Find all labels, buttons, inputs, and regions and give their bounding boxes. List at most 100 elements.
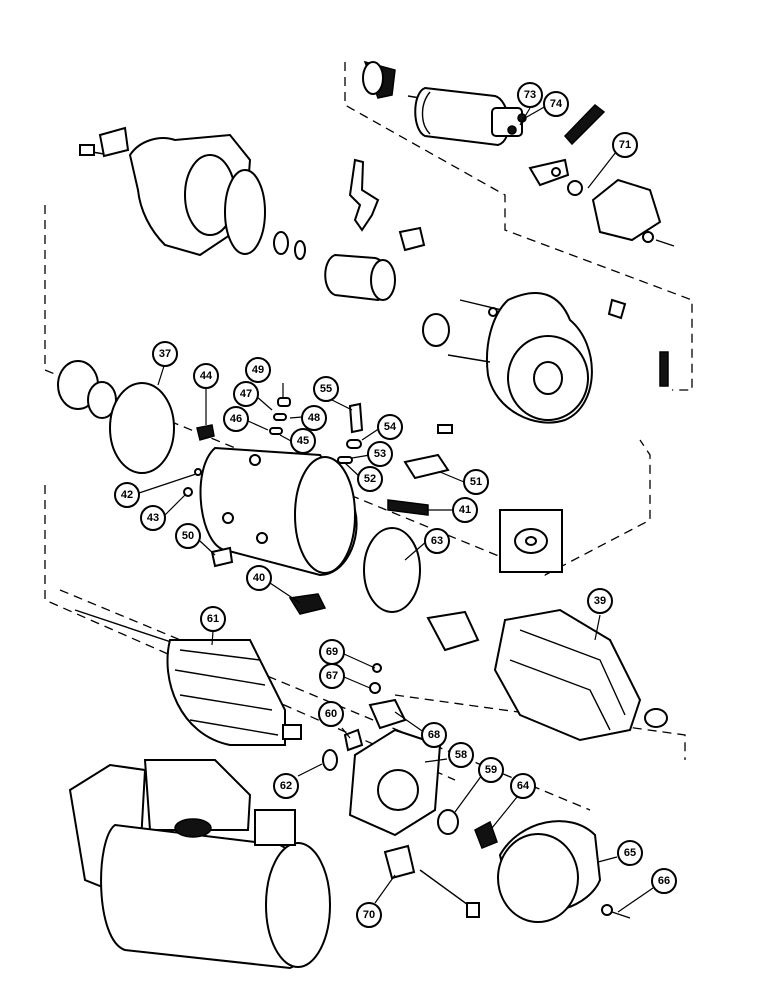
callout-60[interactable]: 60 xyxy=(318,701,344,727)
pole-shoe-40 xyxy=(288,593,327,615)
callout-68[interactable]: 68 xyxy=(421,722,447,748)
callout-61[interactable]: 61 xyxy=(200,606,226,632)
washer-48 xyxy=(273,413,287,421)
leader-71 xyxy=(587,151,617,189)
assembled-terminal-box xyxy=(254,809,296,846)
commutator-end-frame-assembly xyxy=(422,291,669,424)
bracket-70 xyxy=(383,844,416,880)
callout-73[interactable]: 73 xyxy=(517,82,543,108)
terminal-link xyxy=(563,103,606,146)
callout-58[interactable]: 58 xyxy=(448,742,474,768)
leader-69 xyxy=(343,653,376,669)
terminal-cover xyxy=(591,178,662,242)
leader-50 xyxy=(199,540,216,556)
callout-65[interactable]: 65 xyxy=(617,840,643,866)
callout-64[interactable]: 64 xyxy=(510,773,536,799)
dowel-pin xyxy=(659,351,669,387)
leader-54 xyxy=(361,427,381,441)
callout-label: 73 xyxy=(524,89,536,101)
callout-70[interactable]: 70 xyxy=(356,902,382,928)
callout-44[interactable]: 44 xyxy=(193,363,219,389)
assembled-end-cap xyxy=(265,842,331,968)
callout-37[interactable]: 37 xyxy=(152,341,178,367)
callout-71[interactable]: 71 xyxy=(612,132,638,158)
callout-41[interactable]: 41 xyxy=(452,497,478,523)
callout-54[interactable]: 54 xyxy=(377,414,403,440)
leader-48 xyxy=(289,416,303,419)
callout-label: 48 xyxy=(308,412,320,424)
armature-and-field-coil xyxy=(74,608,668,746)
field-frame-opening xyxy=(294,456,356,574)
drive-end-housing-assembly xyxy=(79,126,426,302)
callout-label: 61 xyxy=(207,613,219,625)
callout-59[interactable]: 59 xyxy=(478,757,504,783)
leader-73 xyxy=(519,107,531,126)
callout-63[interactable]: 63 xyxy=(424,528,450,554)
leader-lines xyxy=(138,105,654,913)
callout-label: 55 xyxy=(320,383,332,395)
callout-66[interactable]: 66 xyxy=(651,868,677,894)
callout-label-68: 68 xyxy=(428,729,440,741)
washer-67 xyxy=(369,682,381,694)
callout-46[interactable]: 46 xyxy=(223,406,249,432)
brush-spring-68 xyxy=(368,698,407,730)
callout-label: 47 xyxy=(240,388,252,400)
callout-39[interactable]: 39 xyxy=(587,588,613,614)
callout-label: 69 xyxy=(326,646,338,658)
callout-50[interactable]: 50 xyxy=(175,523,201,549)
washer-46 xyxy=(269,427,283,435)
callout-label: 52 xyxy=(364,473,376,485)
field-coil-39 xyxy=(493,608,642,742)
callout-label: 60 xyxy=(325,708,337,720)
callout-label: 44 xyxy=(200,370,213,382)
callout-53[interactable]: 53 xyxy=(367,441,393,467)
solenoid-bracket xyxy=(528,158,570,187)
insulator-plate xyxy=(426,610,480,652)
brush-plate-and-end-cap xyxy=(322,663,631,923)
callout-62[interactable]: 62 xyxy=(273,773,299,799)
callout-48[interactable]: 48 xyxy=(301,405,327,431)
frame-group-boundary xyxy=(44,205,651,576)
leader-62 xyxy=(297,763,323,777)
callout-label: 64 xyxy=(517,780,530,792)
callout-label: 67 xyxy=(326,670,338,682)
callout-42[interactable]: 42 xyxy=(114,482,140,508)
callout-label: 37 xyxy=(159,348,171,360)
callout-45[interactable]: 45 xyxy=(290,428,316,454)
leader-42 xyxy=(138,473,197,494)
frame-hole-bottom xyxy=(256,532,268,544)
leader-47 xyxy=(255,395,273,411)
callout-label: 71 xyxy=(619,139,631,151)
callout-40[interactable]: 40 xyxy=(246,565,272,591)
callout-43[interactable]: 43 xyxy=(140,505,166,531)
leader-63 xyxy=(404,540,428,561)
leader-40 xyxy=(269,582,301,604)
callout-51[interactable]: 51 xyxy=(463,469,489,495)
callout-49[interactable]: 49 xyxy=(245,357,271,383)
small-bolt xyxy=(607,298,627,320)
callout-47[interactable]: 47 xyxy=(233,381,259,407)
terminal-clip-60 xyxy=(343,728,364,752)
callout-52[interactable]: 52 xyxy=(357,466,383,492)
callout-label: 45 xyxy=(297,435,309,447)
callout-label: 51 xyxy=(470,476,482,488)
pinion-gear xyxy=(370,259,396,301)
armature-61 xyxy=(166,639,286,746)
solenoid-assembly xyxy=(362,60,675,247)
callout-74[interactable]: 74 xyxy=(543,91,569,117)
bracket-hole xyxy=(551,167,561,177)
armature-windings xyxy=(174,649,279,736)
screw-66 xyxy=(611,911,631,919)
field-frame-assembly xyxy=(57,360,563,615)
leader-58 xyxy=(424,758,448,763)
washer-49 xyxy=(277,397,291,407)
washer-52 xyxy=(337,456,353,464)
decal xyxy=(174,818,212,838)
leader-68 xyxy=(394,711,426,734)
callout-55[interactable]: 55 xyxy=(313,376,339,402)
callout-67[interactable]: 67 xyxy=(319,663,345,689)
callout-69[interactable]: 69 xyxy=(319,639,345,665)
leader-64 xyxy=(491,796,518,829)
